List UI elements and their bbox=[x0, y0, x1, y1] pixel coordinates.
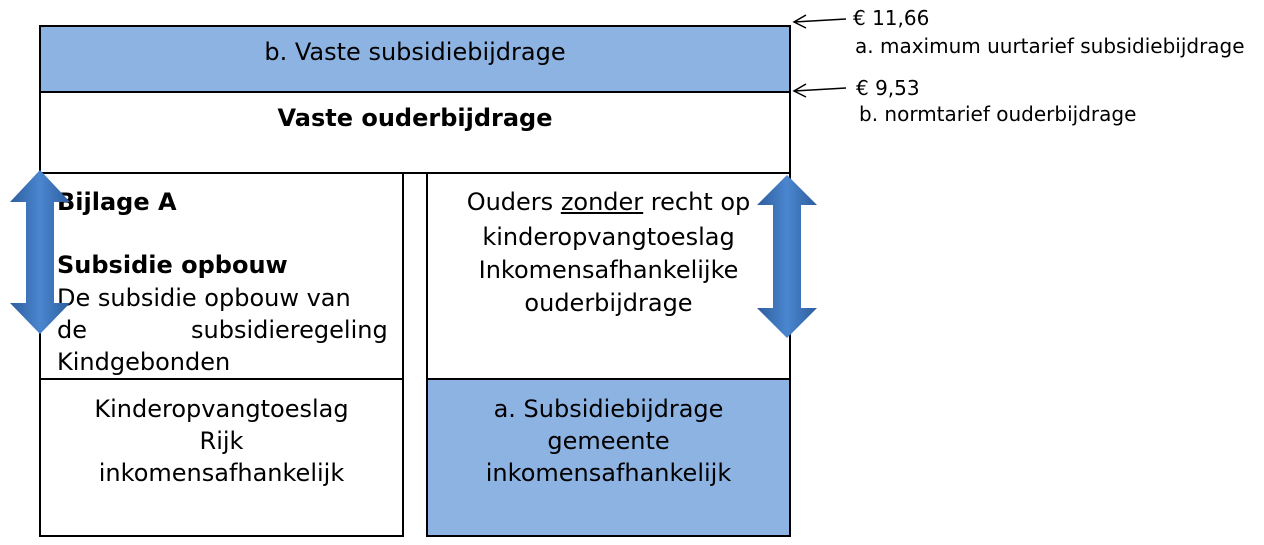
childcare-benefit-text-3: inkomensafhankelijk bbox=[98, 459, 345, 487]
childcare-benefit-text-2: Rijk bbox=[199, 427, 244, 455]
norm-rate-pointer-line bbox=[793, 87, 847, 92]
max-rate-label: a. maximum uurtarief subsidiebijdrage bbox=[855, 34, 1245, 58]
no-benefit-text-4: ouderbijdrage bbox=[524, 289, 693, 317]
left-double-arrow-icon bbox=[10, 170, 70, 334]
fixed-contribution-label: Vaste ouderbijdrage bbox=[277, 104, 553, 132]
municipal-subsidy-text-2: gemeente bbox=[547, 427, 670, 455]
no-benefit-text-3: Inkomensafhankelijke bbox=[478, 256, 739, 284]
subsidy-build-text-2b: subsidieregeling bbox=[191, 316, 388, 344]
max-rate-pointer-line bbox=[793, 18, 847, 23]
norm-rate-pointer-head-icon bbox=[792, 83, 807, 98]
norm-rate-value: € 9,53 bbox=[856, 76, 920, 100]
subsidy-build-text-2a: de bbox=[57, 316, 87, 344]
no-benefit-text-1a: Ouders bbox=[466, 188, 561, 216]
subsidy-build-heading: Subsidie opbouw bbox=[57, 251, 288, 279]
municipal-subsidy-text-1: a. Subsidiebijdrage bbox=[493, 395, 724, 423]
no-benefit-text-1b: zonder bbox=[560, 188, 644, 216]
max-rate-value: € 11,66 bbox=[853, 6, 930, 30]
no-benefit-text-2: kinderopvangtoeslag bbox=[482, 223, 735, 251]
fixed-subsidy-label: b. Vaste subsidiebijdrage bbox=[264, 38, 566, 66]
no-benefit-text-1: Ouders zonder recht op bbox=[426, 186, 791, 218]
subsidy-build-text-1: De subsidie opbouw van bbox=[57, 284, 351, 312]
appendix-heading: Bijlage A bbox=[57, 188, 177, 216]
municipal-subsidy-text-3: inkomensafhankelijk bbox=[485, 459, 732, 487]
fixed-subsidy-band bbox=[39, 25, 791, 93]
childcare-benefit-box bbox=[39, 378, 404, 537]
municipal-subsidy-box bbox=[426, 378, 791, 537]
right-double-arrow-icon bbox=[757, 175, 817, 338]
childcare-benefit-text-1: Kinderopvangtoeslag bbox=[94, 395, 349, 423]
norm-rate-label: b. normtarief ouderbijdrage bbox=[859, 102, 1137, 126]
max-rate-pointer-head-icon bbox=[792, 14, 807, 29]
fixed-contribution-box bbox=[39, 91, 791, 174]
no-benefit-text-1c: recht op bbox=[643, 188, 751, 216]
subsidy-build-text-3: Kindgebonden bbox=[57, 348, 231, 376]
